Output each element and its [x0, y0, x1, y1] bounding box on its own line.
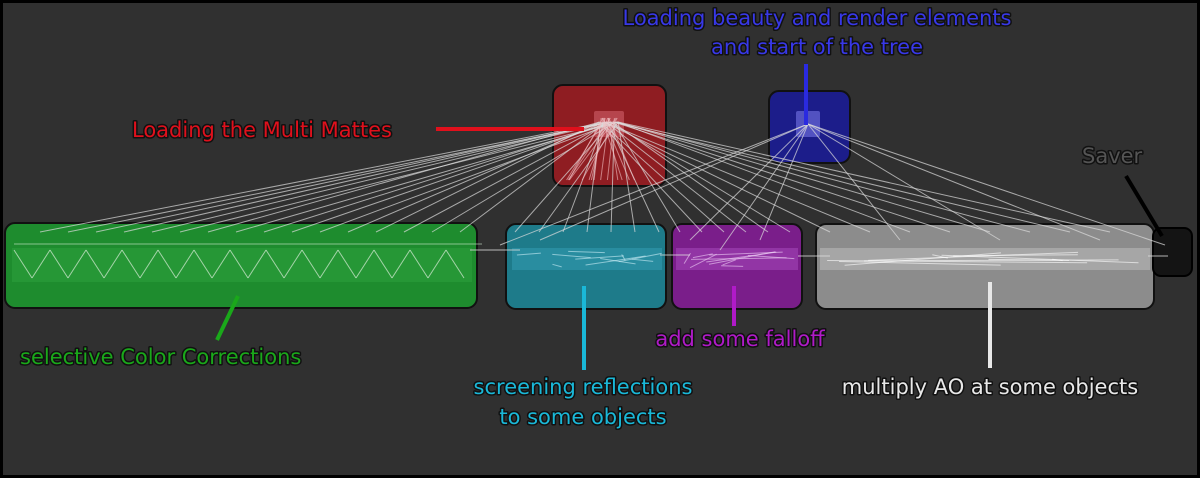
reflection-node-strip [512, 248, 662, 270]
saver-label: Saver [1082, 144, 1143, 168]
ao-node-strip [820, 248, 1150, 270]
ao-label: multiply AO at some objects [842, 375, 1138, 399]
reflections-label-line1: screening reflections [474, 375, 693, 399]
falloff-label: add some falloff [655, 327, 825, 351]
beauty-label-line1: Loading beauty and render elements [623, 6, 1012, 30]
cc-node-strip [12, 248, 472, 282]
reflections-label-line2: to some objects [499, 405, 666, 429]
color-corrections-label: selective Color Corrections [20, 345, 301, 369]
beauty-label-line2: and start of the tree [711, 35, 923, 59]
mattes-label: Loading the Multi Mattes [132, 118, 392, 142]
saver-node[interactable] [1153, 228, 1192, 276]
wire [721, 266, 743, 267]
